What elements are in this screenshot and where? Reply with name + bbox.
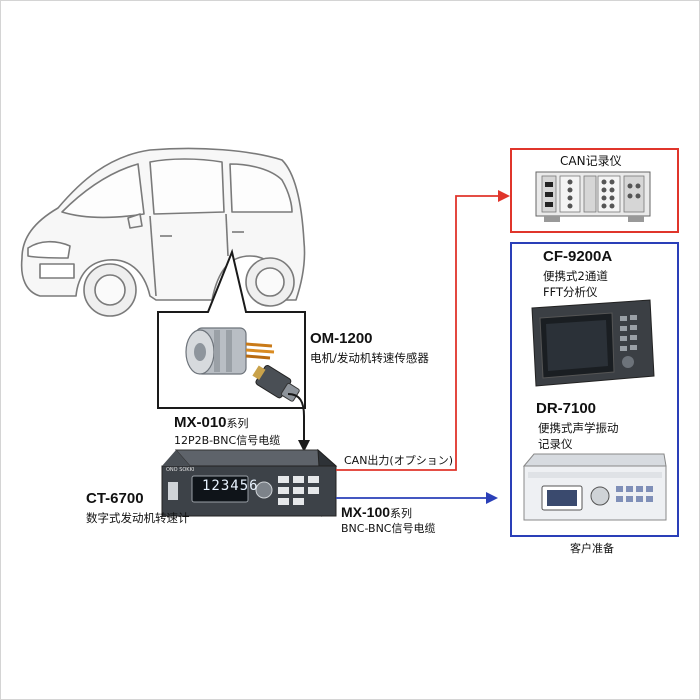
cable2-title: MX-100系列 bbox=[341, 502, 412, 521]
arrowhead-red bbox=[498, 190, 510, 202]
sensor-model: OM-1200 bbox=[310, 330, 373, 347]
can-logger-label: CAN记录仪 bbox=[560, 154, 622, 168]
fft-desc-line1: 便携式2通道 bbox=[543, 269, 608, 283]
tachometer-illustration bbox=[161, 448, 338, 517]
car-illustration bbox=[20, 147, 306, 317]
tachometer-brand: ONO SOKKI bbox=[166, 467, 195, 473]
cable2-desc: BNC-BNC信号电缆 bbox=[341, 522, 436, 535]
recorder-desc-line2: 记录仪 bbox=[538, 437, 573, 451]
recorder-illustration bbox=[522, 453, 667, 521]
sensor-desc: 电机/发动机转速传感器 bbox=[310, 351, 429, 365]
cable1-suffix: 系列 bbox=[226, 417, 249, 430]
cable1-title: MX-010系列 bbox=[174, 412, 249, 431]
arrowhead-blue bbox=[486, 492, 498, 504]
cable1-desc: 12P2B-BNC信号电缆 bbox=[174, 434, 281, 447]
cable1-model: MX-010 bbox=[174, 414, 227, 431]
can-output-line bbox=[336, 195, 504, 471]
can-output-label: CAN出力(オプション) bbox=[344, 454, 454, 467]
fft-model: CF-9200A bbox=[543, 248, 613, 265]
cable2-model: MX-100 bbox=[341, 504, 391, 520]
fft-desc-line2: FFT分析仪 bbox=[543, 285, 598, 299]
recorder-desc-line1: 便携式声学振动 bbox=[538, 421, 619, 435]
sensor-illustration bbox=[185, 327, 300, 402]
cable2-suffix: 系列 bbox=[390, 507, 413, 520]
tachometer-desc: 数字式发动机转速计 bbox=[86, 511, 190, 525]
fft-analyzer-illustration bbox=[531, 299, 655, 387]
can-logger-illustration bbox=[535, 171, 651, 222]
arrowhead-down bbox=[298, 440, 310, 452]
recorder-model: DR-7100 bbox=[536, 400, 597, 417]
tachometer-model: CT-6700 bbox=[86, 490, 144, 507]
cable-sensor-to-tacho bbox=[287, 393, 305, 444]
customer-label: 客户准备 bbox=[570, 542, 614, 555]
tachometer-display: 123456 bbox=[202, 478, 259, 494]
